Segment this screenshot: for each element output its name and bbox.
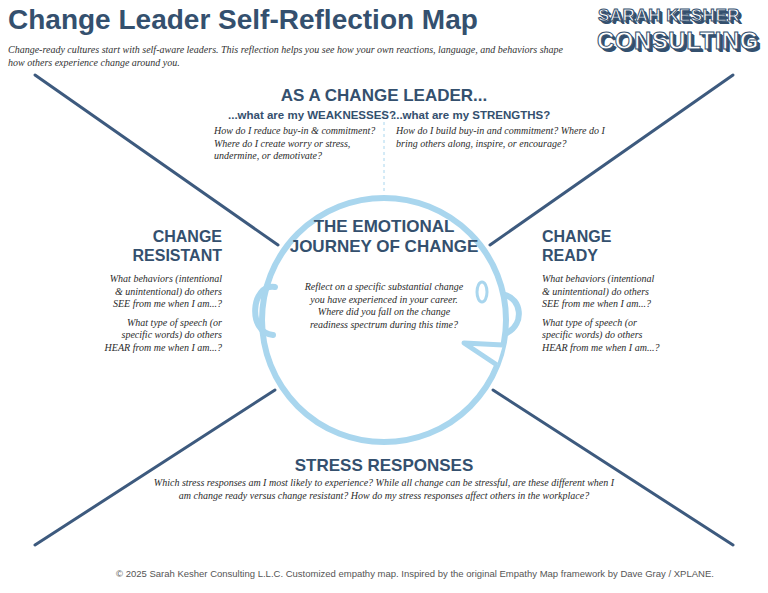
- head-stroke: [262, 198, 506, 442]
- quadrant-heading: CHANGE READY: [542, 227, 642, 265]
- dashed-divider: [384, 110, 385, 192]
- divider-line: [490, 75, 733, 245]
- question-text: How do I build buy-in and commitment? Wh…: [396, 125, 606, 150]
- question-text: How do I reduce buy-in & commitment? Whe…: [214, 125, 378, 163]
- logo-text: SARAH KESHER: [598, 6, 740, 26]
- page-title: Change Leader Self-Reflection Map: [8, 4, 478, 36]
- center-heading: THE EMOTIONAL JOURNEY OF CHANGE: [281, 217, 487, 257]
- question-text: What type of speech (or specific words) …: [100, 317, 222, 355]
- copyright-note: © 2025 Sarah Kesher Consulting L.L.C. Cu…: [116, 568, 714, 579]
- divider-line: [35, 390, 275, 545]
- section-heading: AS A CHANGE LEADER...: [184, 86, 584, 106]
- prompt-text: Reflect on a specific substantial change…: [299, 281, 469, 331]
- quadrant-heading: CHANGE RESISTANT: [110, 227, 222, 265]
- quadrant-heading: ...what are my WEAKNESSES?: [228, 109, 396, 121]
- quadrant-heading: ...what are my STRENGTHS?: [393, 109, 550, 121]
- divider-line: [493, 390, 733, 545]
- logo-text: CONSULTING: [597, 27, 759, 55]
- head-stroke: [505, 295, 519, 333]
- section-heading: STRESS RESPONSES: [184, 456, 584, 476]
- question-text: What behaviors (intentional & unintentio…: [542, 273, 664, 311]
- head-stroke: [255, 287, 275, 335]
- subtitle: Change-ready cultures start with self-aw…: [8, 44, 576, 69]
- question-text: Which stress responses am I most likely …: [149, 477, 619, 502]
- head-stroke: [477, 282, 487, 302]
- question-text: What type of speech (or specific words) …: [542, 317, 664, 355]
- question-text: What behaviors (intentional & unintentio…: [100, 273, 222, 311]
- head-circle: THE EMOTIONAL JOURNEY OF CHANGE Reflect o…: [259, 195, 509, 445]
- head-stroke: [464, 343, 503, 365]
